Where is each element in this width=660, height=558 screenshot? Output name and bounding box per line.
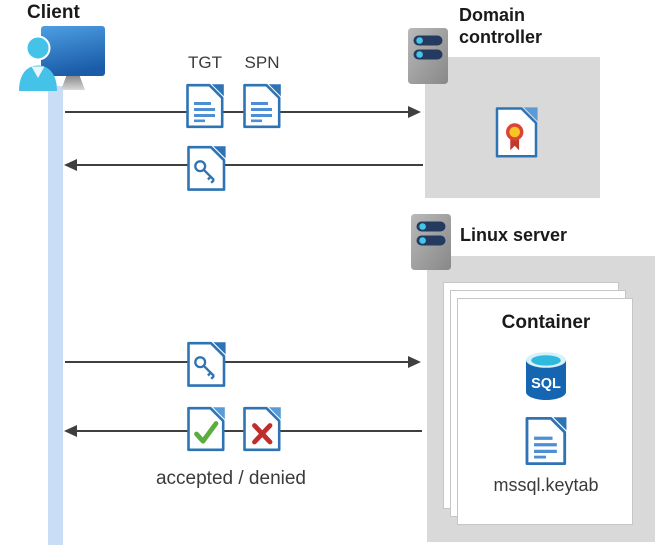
arrowhead-client-to-dc (408, 105, 421, 118)
tgt-label: TGT (188, 53, 222, 72)
client-title: Client (27, 2, 80, 23)
accepted-denied-label: accepted / denied (155, 468, 306, 489)
tgt-document-icon (185, 83, 225, 129)
arrowhead-dc-to-client (64, 158, 77, 171)
arrow-client-to-dc (65, 111, 410, 113)
domain-controller-title: Domain controller (459, 5, 543, 47)
spn-document-icon (242, 83, 282, 129)
keytab-label: mssql.keytab (493, 475, 599, 495)
arrow-client-to-linux (65, 361, 410, 363)
arrowhead-linux-to-client (64, 424, 77, 437)
sql-database-icon: SQL (524, 351, 568, 401)
denied-document-icon (242, 406, 282, 452)
spn-label: SPN (244, 53, 280, 72)
ticket-key-document-icon (186, 145, 227, 192)
sql-text: SQL (531, 376, 561, 392)
container-title: Container (501, 312, 591, 333)
ticket-key-document-icon-2 (186, 341, 227, 388)
linux-server-title: Linux server (460, 225, 568, 245)
client-lifeline (48, 86, 63, 545)
domain-controller-server-icon (407, 27, 449, 85)
container-page-front: Container SQL mssql.keytab (457, 298, 633, 525)
arrow-dc-to-client (77, 164, 423, 166)
accepted-document-icon (186, 406, 226, 452)
client-icon (14, 24, 106, 92)
linux-server-icon (410, 213, 452, 271)
keytab-document-icon (524, 416, 568, 466)
certificate-icon (494, 106, 539, 159)
arrowhead-client-to-linux (408, 355, 421, 368)
